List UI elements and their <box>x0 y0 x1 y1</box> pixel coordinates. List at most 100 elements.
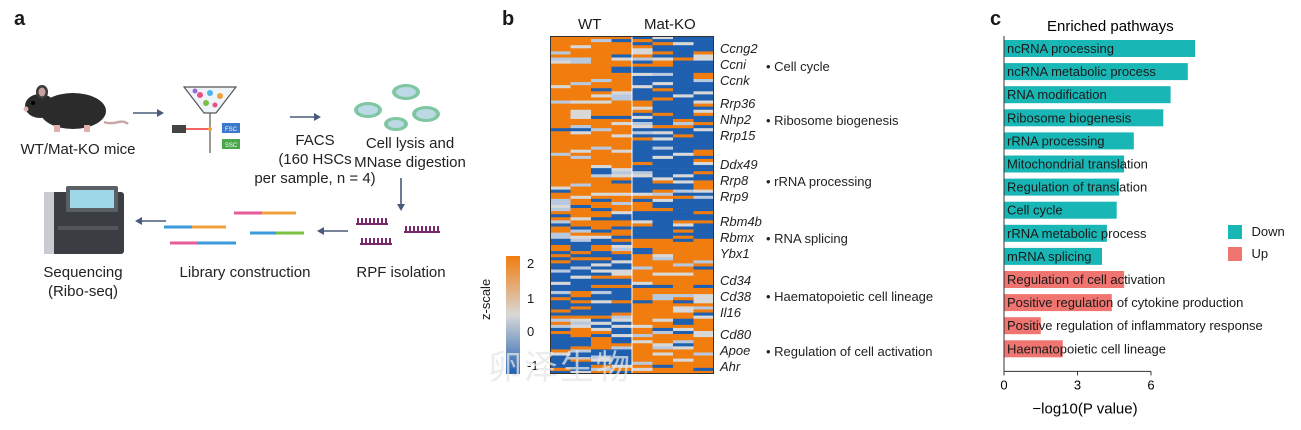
heatmap-cell <box>673 334 694 338</box>
heatmap-cell <box>611 287 633 292</box>
heatmap-cell <box>570 195 592 200</box>
heatmap-cell <box>591 198 612 203</box>
heatmap-cell <box>550 217 571 221</box>
heatmap-cell <box>693 355 714 359</box>
heatmap-cell <box>632 85 653 89</box>
heatmap-cell <box>652 220 674 224</box>
heatmap-cell <box>591 143 612 147</box>
heatmap-cell <box>652 229 674 233</box>
heatmap-cell <box>611 82 633 86</box>
heatmap-cell <box>652 300 674 304</box>
heatmap-cell <box>591 140 612 144</box>
heatmap-cell <box>673 48 694 52</box>
heatmap-cell <box>632 42 653 46</box>
heatmap-cell <box>652 168 674 172</box>
heatmap-cell <box>591 278 612 283</box>
heatmap-cell <box>652 337 674 341</box>
heatmap-cell <box>632 171 653 175</box>
heatmap-cell <box>652 251 674 255</box>
heatmap-cell <box>570 205 592 209</box>
heatmap-cell <box>570 248 592 252</box>
heatmap-cell <box>673 201 694 206</box>
ssc-label: SSC <box>225 143 238 149</box>
heatmap-cell <box>591 238 612 243</box>
heatmap-cell <box>673 241 694 246</box>
heatmap-cell <box>550 88 571 92</box>
heatmap-cell <box>611 263 633 267</box>
x-tick-label: 6 <box>1147 377 1154 392</box>
bar <box>1004 224 1107 242</box>
category-label: • rRNA processing <box>766 174 872 189</box>
heatmap-cell <box>611 158 633 163</box>
heatmap-cell <box>611 152 633 157</box>
heatmap-cell <box>632 370 653 374</box>
heatmap-cell <box>591 137 612 141</box>
heatmap-cell <box>550 45 571 49</box>
heatmap-cell <box>570 355 592 359</box>
heatmap-cell <box>570 91 592 95</box>
heatmap-cell <box>550 269 571 273</box>
heatmap-cell <box>632 226 653 230</box>
mat-ko-label: Mat-KO <box>644 16 696 33</box>
heatmap-cell <box>550 281 571 286</box>
heatmap-cell <box>550 254 571 258</box>
heatmap-cell <box>652 54 674 58</box>
heatmap-cell <box>632 220 653 224</box>
heatmap-cell <box>570 85 592 89</box>
heatmap-cell <box>591 260 612 264</box>
heatmap-cell <box>550 327 571 332</box>
heatmap-cell <box>652 45 674 49</box>
heatmap-cell <box>632 112 653 117</box>
heatmap-cell <box>673 198 694 203</box>
heatmap-cell <box>632 275 653 280</box>
heatmap-cell <box>693 85 714 89</box>
heatmap-cell <box>652 177 674 181</box>
heatmap-cell <box>693 287 714 292</box>
heatmap-cell <box>570 36 592 40</box>
heatmap-cell <box>652 82 674 86</box>
heatmap-cell <box>652 63 674 68</box>
heatmap-cell <box>550 122 571 126</box>
heatmap-cell <box>673 137 694 141</box>
heatmap-cell <box>673 94 694 98</box>
heatmap-cell <box>652 186 674 190</box>
heatmap-cell <box>673 220 694 224</box>
heatmap-cell <box>673 217 694 221</box>
heatmap-cell <box>570 358 592 363</box>
heatmap-cell <box>673 109 694 114</box>
heatmap-cell <box>673 275 694 280</box>
heatmap-cell <box>693 352 714 356</box>
heatmap-cell <box>632 63 653 68</box>
heatmap-cell <box>632 315 653 319</box>
heatmap-cell <box>632 149 653 154</box>
heatmap-cell <box>591 297 612 301</box>
heatmap-cell <box>611 75 633 80</box>
heatmap-cell <box>652 217 674 221</box>
heatmap-cell <box>693 60 714 64</box>
heatmap-cell <box>591 152 612 157</box>
heatmap-cell <box>632 327 653 332</box>
heatmap-cell <box>652 39 674 43</box>
colorbar-tick: 0 <box>527 324 535 339</box>
heatmap-cell <box>570 297 592 301</box>
heatmap-cell <box>611 198 633 203</box>
heatmap-cell <box>591 330 612 335</box>
heatmap-cell <box>693 183 714 187</box>
heatmap-cell <box>673 251 694 255</box>
heatmap-cell <box>591 97 612 101</box>
heatmap-cell <box>570 149 592 154</box>
heatmap-cell <box>611 241 633 246</box>
heatmap-cell <box>591 232 612 237</box>
heatmap-cell <box>611 205 633 209</box>
heatmap-cell <box>673 300 694 304</box>
heatmap-cell <box>570 189 592 194</box>
heatmap-cell <box>693 244 714 249</box>
heatmap-cell <box>550 275 571 280</box>
heatmap-cell <box>693 48 714 52</box>
heatmap-cell <box>550 100 571 104</box>
heatmap-cell <box>550 266 571 270</box>
heatmap-cell <box>611 297 633 301</box>
heatmap-cell <box>673 103 694 107</box>
heatmap-cell <box>591 100 612 104</box>
heatmap-cell <box>550 158 571 163</box>
